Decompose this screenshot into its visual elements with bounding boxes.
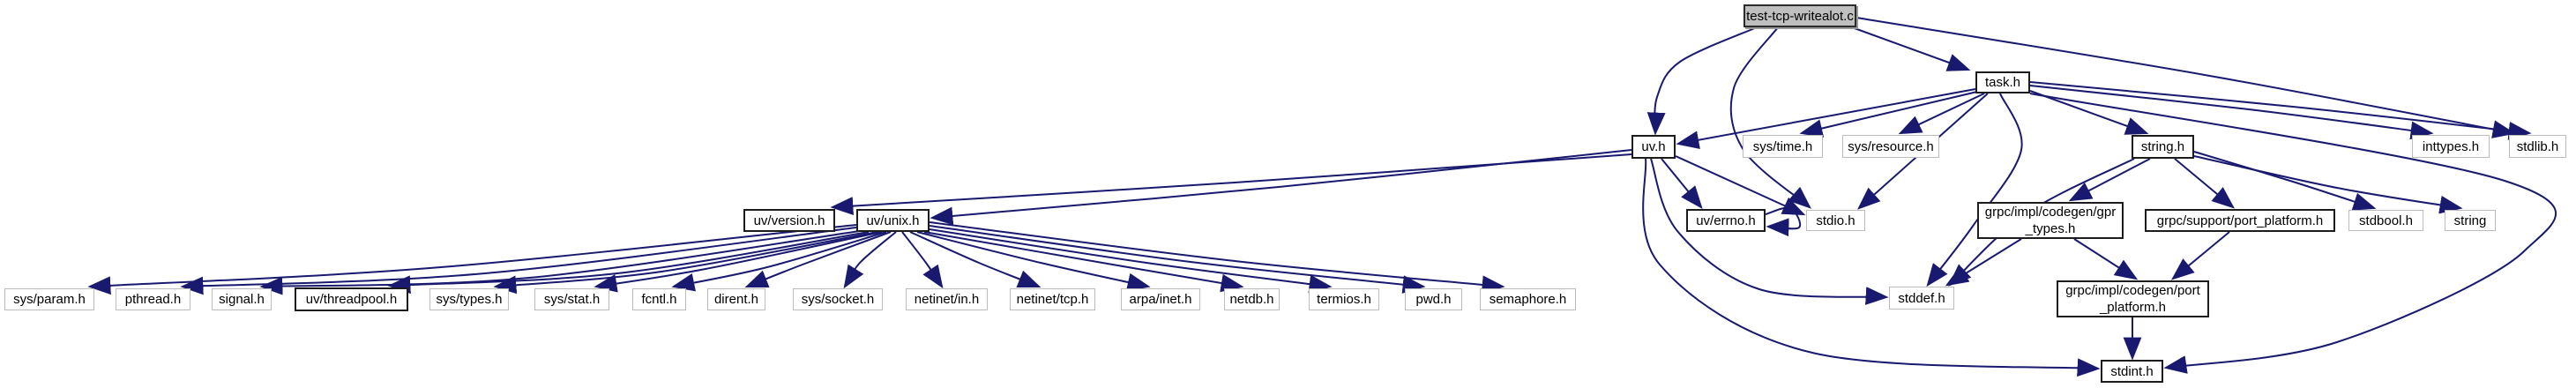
edge-task-to-sysresource [1898,93,1985,135]
edge-task-to-stdlib [2029,81,2532,140]
edge-uvunix-to-dirent [744,231,892,288]
edge-task-to-stringh [2029,90,2149,135]
graph-node-arpainet: arpa/inet.h [1121,288,1200,310]
graph-node-netdb: netdb.h [1224,288,1280,310]
graph-node-fcntl: fcntl.h [632,288,686,310]
edge-uvunix-to-threadpool [387,231,870,295]
graph-node-uvunix[interactable]: uv/unix.h [856,209,930,232]
graph-node-systime: sys/time.h [1743,135,1823,158]
edge-gprtypes-to-implpp [2073,238,2139,280]
graph-node-stdint[interactable]: stdint.h [2101,360,2163,383]
graph-node-termios: termios.h [1309,288,1379,310]
graph-node-stdlib: stdlib.h [2509,135,2566,158]
graph-node-semaphore: semaphore.h [1480,288,1576,310]
graph-node-task[interactable]: task.h [1975,71,2030,93]
graph-node-pthread: pthread.h [116,288,190,310]
edge-uvunix-to-fcntl [671,231,887,292]
graph-node-stringh[interactable]: string.h [2132,135,2194,159]
edge-uvunix-to-pwd [929,225,1426,294]
edge-uvunix-to-netdb [923,231,1244,293]
edge-uvunix-to-netinetin [901,231,944,289]
graph-node-threadpool[interactable]: uv/threadpool.h [295,287,408,311]
graph-node-dirent: dirent.h [707,288,765,310]
edge-root-to-stdio [1729,26,1811,209]
edge-uvunix-to-netinettcp [909,231,1042,288]
graph-node-sysresource: sys/resource.h [1842,135,1939,158]
graph-node-sysstat: sys/stat.h [534,288,609,310]
graph-node-stdbool: stdbool.h [2348,210,2423,231]
edge-uv-to-uvversion [830,153,1632,215]
edge-uv-to-stddef [1650,158,1889,305]
edge-root-to-stdlib [1855,17,2516,138]
graph-node-implpp[interactable]: grpc/impl/codegen/port _platform.h [2057,280,2209,317]
edge-uvunix-to-semaphore [929,221,1505,295]
edge-task-to-stdint [2029,93,2557,374]
edge-uverrno-to-uverrno [1765,206,1802,237]
edge-task-to-inttypes [2029,85,2434,140]
graph-node-sysparam: sys/param.h [4,288,94,310]
edge-stringh-to-stringnode [2193,155,2463,214]
edge-task-to-uv [1676,88,1976,149]
graph-node-systypes: sys/types.h [429,288,509,310]
graph-node-pwd: pwd.h [1405,288,1462,310]
graph-node-stddef: stddef.h [1889,287,1954,310]
graph-node-inttypes: inttypes.h [2412,135,2490,158]
edge-uvunix-to-sysparam [87,224,857,295]
graph-node-supportpp[interactable]: grpc/support/port_platform.h [2145,209,2335,232]
edge-uvunix-to-pthread [180,227,857,295]
edge-root-to-task [1851,26,1971,71]
graph-node-stringnode: string [2445,210,2496,231]
graph-node-netinettcp: netinet/tcp.h [1010,288,1095,310]
edge-task-to-systime [1799,91,1978,138]
graph-node-uv[interactable]: uv.h [1631,135,1676,159]
edge-stringh-to-gprtypes [2068,158,2151,202]
edge-root-to-uv [1646,26,1758,136]
graph-node-uvversion[interactable]: uv/version.h [743,209,835,232]
edge-supportpp-to-implpp [2170,231,2230,280]
edge-uvunix-to-sysstat [594,231,883,293]
graph-node-root: test-tcp-writealot.c [1743,4,1856,27]
graph-node-uverrno[interactable]: uv/errno.h [1686,209,1766,232]
edge-uvunix-to-termios [929,228,1333,294]
edge-uvunix-to-syssocket [843,231,897,289]
graph-node-signal: signal.h [212,288,272,310]
edge-uv-to-uvunix [930,149,1632,226]
edge-gprtypes-to-stddef [1945,238,2022,287]
graph-node-gprtypes[interactable]: grpc/impl/codegen/gpr _types.h [1977,202,2124,239]
graph-node-netinetin: netinet/in.h [906,288,988,310]
edge-uv-to-stdio [1675,155,1806,216]
edge-uv-to-uverrno [1661,158,1703,210]
edge-task-to-stddef [1926,93,2023,287]
graph-node-syssocket: sys/socket.h [793,288,883,310]
graph-node-stdio: stdio.h [1806,210,1865,231]
edge-uvunix-to-signal [259,230,861,295]
edge-uvunix-to-systypes [493,231,878,295]
edge-uvunix-to-arpainet [916,231,1151,292]
edge-stringh-to-stdbool [2193,151,2377,211]
edge-uv-to-stdint [1642,158,2101,377]
edge-stringh-to-supportpp [2174,158,2235,209]
